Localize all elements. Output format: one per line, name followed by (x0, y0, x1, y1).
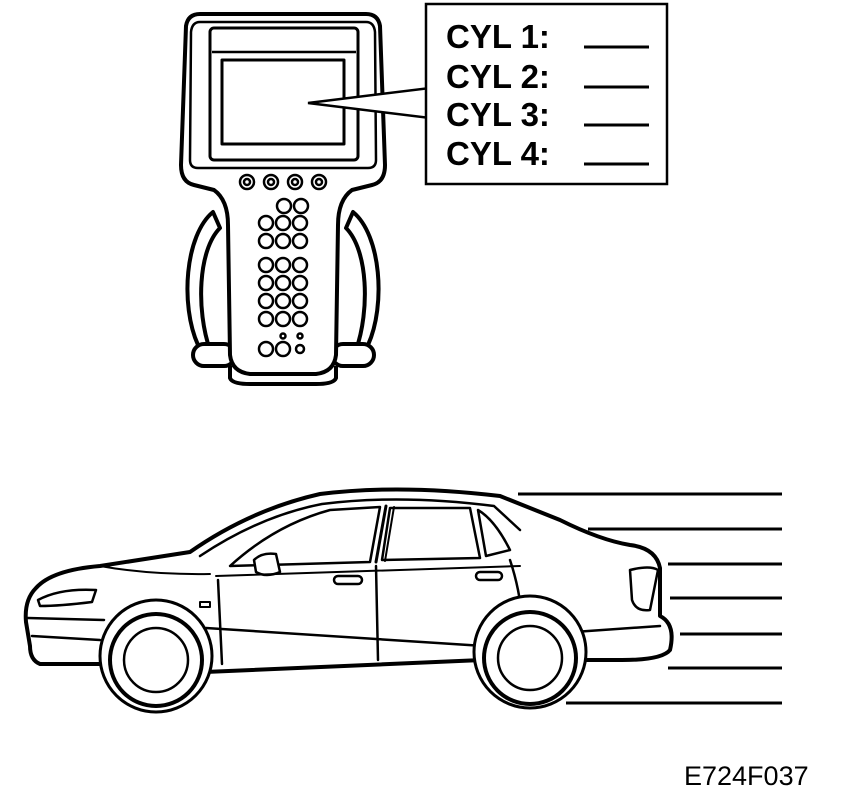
car-headlight (36, 588, 98, 608)
car-b-pillar-inner (384, 506, 395, 562)
scan-tool-display-frame (208, 26, 360, 162)
scan-tool-right-bumper (330, 342, 376, 368)
car-roof-line (198, 498, 522, 558)
scan-tool-base (228, 366, 338, 386)
figure-id: E724F037 (684, 761, 809, 791)
car-hood-line (99, 565, 211, 576)
speed-lines (518, 492, 782, 705)
car-mirror (252, 552, 282, 577)
car-quarter-window (476, 508, 512, 558)
car-belt-line (215, 565, 521, 577)
car-side-trim-rear (572, 624, 662, 634)
car-rear-rim (496, 624, 564, 692)
car-front-window (228, 505, 382, 568)
scan-tool-bezel (188, 20, 378, 170)
car-b-pillar (374, 504, 388, 564)
car-rear-door-line (374, 564, 380, 662)
car-rear-window (380, 506, 482, 562)
car (23, 487, 674, 714)
readout-frame (424, 2, 669, 186)
car-tail-light (628, 566, 660, 612)
scan-tool-right-grip (344, 210, 381, 352)
cyl-4-label: CYL 4: (446, 135, 550, 172)
car-front-bumper-lower (30, 634, 102, 642)
car-front-door-handle (332, 574, 364, 586)
scan-tool-left-grip (185, 210, 222, 352)
scan-tool-body (179, 12, 387, 376)
car-front-bumper (26, 616, 106, 622)
scan-tool-keypad (257, 197, 310, 358)
cyl-1-label: CYL 1: (446, 18, 550, 55)
cyl-3-label: CYL 3: (446, 96, 550, 133)
scan-tool (179, 12, 387, 386)
car-fender-marker (199, 601, 211, 608)
car-rear-door-handle (474, 570, 504, 582)
cylinder-readout-box: CYL 1: CYL 2: CYL 3: CYL 4: (424, 2, 669, 186)
car-front-door-line (216, 578, 224, 666)
cyl-2-label: CYL 2: (446, 58, 550, 95)
scan-tool-softkeys (238, 173, 328, 191)
car-front-rim (122, 626, 190, 694)
car-side-trim (204, 626, 486, 648)
